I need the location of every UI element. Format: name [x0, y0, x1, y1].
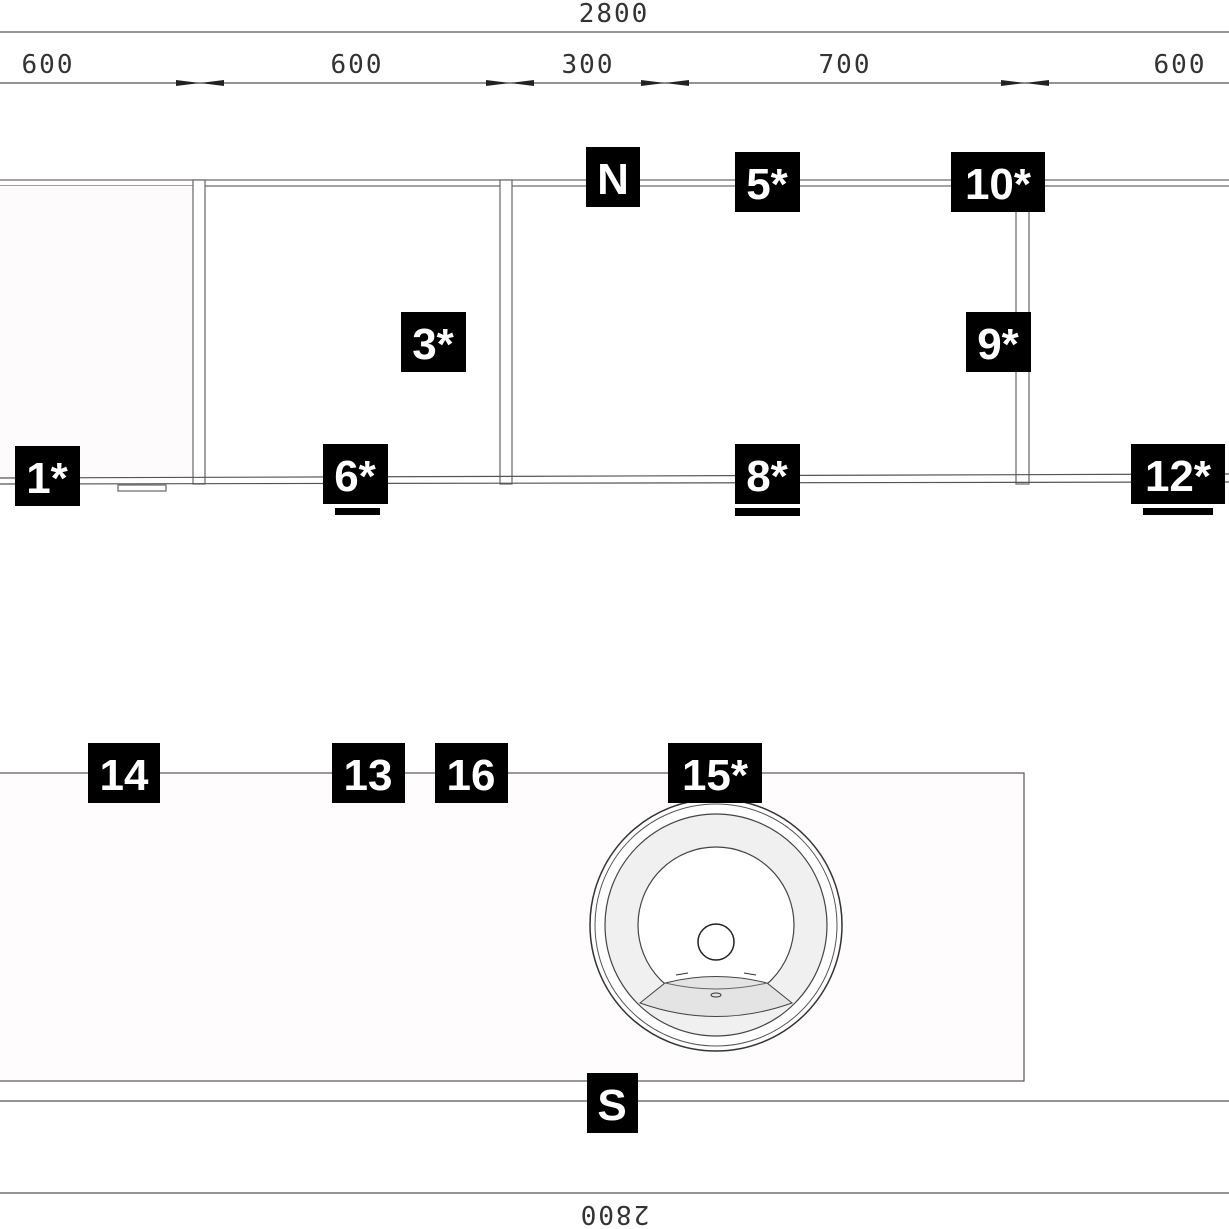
label-10: 10*	[951, 152, 1045, 212]
svg-text:8*: 8*	[746, 452, 788, 501]
svg-text:13: 13	[344, 751, 393, 800]
total-dimension-top: 2800	[579, 0, 650, 29]
segment-dimension-5: 600	[1154, 50, 1207, 80]
svg-text:10*: 10*	[965, 160, 1032, 209]
label-13: 13	[332, 743, 405, 803]
label-14: 14	[88, 743, 160, 803]
label-12: 12*	[1131, 444, 1225, 515]
label-16: 16	[435, 743, 508, 803]
drain-icon	[697, 923, 735, 961]
segment-dimension-4: 700	[819, 50, 872, 80]
countertop	[0, 772, 1025, 1082]
svg-text:16: 16	[447, 751, 496, 800]
segment-dimension-2: 600	[331, 50, 384, 80]
label-south: S	[587, 1073, 638, 1133]
svg-text:5*: 5*	[746, 160, 788, 209]
svg-text:N: N	[597, 155, 629, 204]
label-15: 15*	[668, 743, 762, 803]
label-3: 3*	[401, 312, 466, 372]
upper-cabinets	[0, 179, 1229, 492]
svg-text:1*: 1*	[26, 454, 68, 503]
label-6: 6*	[323, 444, 388, 515]
label-north: N	[586, 147, 640, 207]
svg-text:15*: 15*	[682, 751, 749, 800]
label-9: 9*	[966, 312, 1031, 372]
segment-dimension-3: 300	[562, 50, 615, 80]
dimension-arrows	[176, 80, 1049, 86]
svg-text:6*: 6*	[334, 452, 376, 501]
svg-text:14: 14	[100, 751, 149, 800]
svg-text:9*: 9*	[977, 320, 1019, 369]
total-dimension-bottom: 2800	[579, 1199, 650, 1229]
label-5: 5*	[735, 152, 800, 212]
label-8: 8*	[735, 444, 800, 516]
label-1: 1*	[15, 446, 80, 506]
svg-text:12*: 12*	[1145, 452, 1212, 501]
svg-text:S: S	[597, 1081, 626, 1130]
round-sink	[589, 798, 843, 1052]
segment-dimension-1: 600	[22, 50, 75, 80]
svg-text:3*: 3*	[412, 320, 454, 369]
